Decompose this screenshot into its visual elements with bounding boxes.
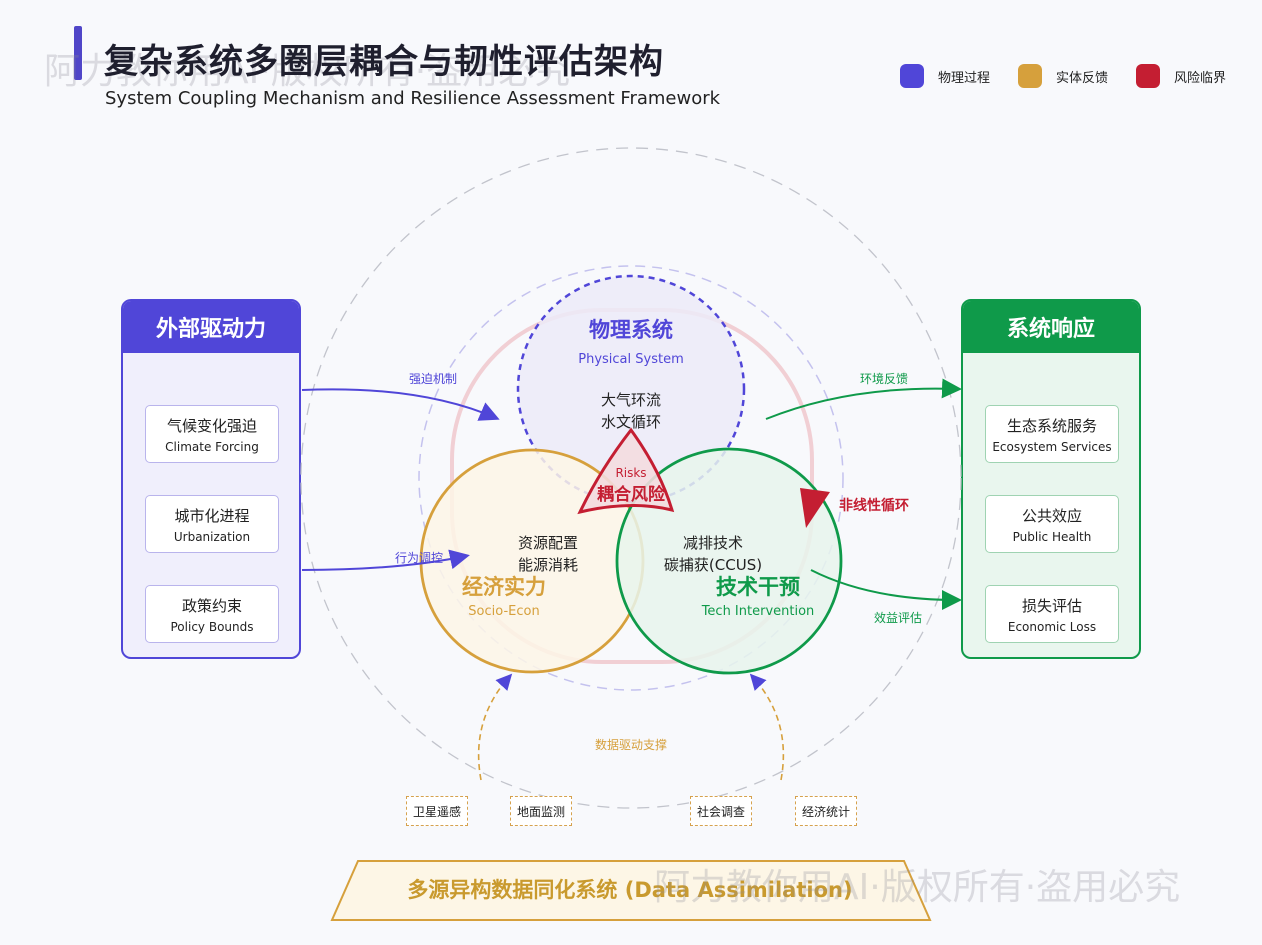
data-support-label: 数据驱动支撑 <box>595 737 667 752</box>
system-response-panel: 系统响应 生态系统服务 Ecosystem Services 公共效应 Publ… <box>961 299 1141 659</box>
regulate-label: 行为调控 <box>395 551 443 565</box>
title-accent-bar <box>74 26 82 80</box>
driver-card-climate-cn: 气候变化强迫 <box>166 416 257 435</box>
outer-ring-lavender <box>418 265 844 691</box>
driver-card-policy-en: Policy Bounds <box>170 619 254 634</box>
legend-swatch-feedback <box>1018 64 1043 88</box>
outer-ring-gray <box>300 147 962 809</box>
response-card-ecosystem: 生态系统服务 Ecosystem Services <box>985 405 1119 463</box>
legend-item-feedback: 实体反馈 <box>1018 64 1108 88</box>
driver-card-urbanization-en: Urbanization <box>173 529 251 544</box>
forcing-label: 强迫机制 <box>409 372 457 386</box>
assimilation-banner <box>330 860 932 921</box>
socio-title: 经济实力 <box>462 575 546 599</box>
external-drivers-title: 外部驱动力 <box>123 301 299 353</box>
tech-title: 技术干预 <box>716 575 800 599</box>
physical-title: 物理系统 <box>589 318 673 342</box>
risk-label-en: Risks <box>615 466 646 480</box>
data-source-ground: 地面监测 <box>510 796 572 826</box>
legend-item-physical: 物理过程 <box>900 64 990 88</box>
benefit-arrow <box>810 569 962 610</box>
legend-item-risk: 风险临界 <box>1136 64 1226 88</box>
data-source-satellite: 卫星遥感 <box>406 796 468 826</box>
response-card-loss-cn: 损失评估 <box>1021 596 1082 615</box>
legend-label-feedback: 实体反馈 <box>1056 70 1109 86</box>
response-card-health-cn: 公共效应 <box>1021 506 1082 525</box>
benefit-label: 效益评估 <box>874 610 922 625</box>
response-card-ecosystem-en: Ecosystem Services <box>992 439 1112 454</box>
data-source-economic: 经济统计 <box>795 796 857 826</box>
data-source-survey: 社会调查 <box>690 796 752 826</box>
page-title: 复杂系统多圈层耦合与韧性评估架构 <box>104 42 664 82</box>
env-feedback-arrow <box>765 378 962 420</box>
legend-swatch-physical <box>900 64 924 88</box>
tech-line2: 碳捕获(CCUS) <box>664 556 762 574</box>
nonlinear-arrowhead <box>800 488 830 528</box>
legend: 物理过程 实体反馈 风险临界 <box>900 64 1254 88</box>
nonlinear-label: 非线性循环 <box>839 497 909 514</box>
data-support-arrow-right <box>749 673 785 781</box>
external-drivers-panel: 外部驱动力 气候变化强迫 Climate Forcing 城市化进程 Urban… <box>121 299 301 659</box>
env-feedback-label: 环境反馈 <box>860 371 908 386</box>
driver-card-urbanization: 城市化进程 Urbanization <box>145 495 279 553</box>
tech-subtitle: Tech Intervention <box>701 604 815 619</box>
regulate-arrow <box>301 549 470 571</box>
system-response-title: 系统响应 <box>963 301 1139 353</box>
tech-intervention-circle <box>615 447 843 675</box>
response-card-ecosystem-cn: 生态系统服务 <box>1006 416 1097 435</box>
socio-line2: 能源消耗 <box>518 556 578 574</box>
response-card-loss-en: Economic Loss <box>1007 619 1097 634</box>
page-subtitle: System Coupling Mechanism and Resilience… <box>105 88 721 109</box>
response-card-health: 公共效应 Public Health <box>985 495 1119 553</box>
forcing-arrow <box>301 388 500 421</box>
legend-swatch-risk <box>1136 64 1161 88</box>
physical-line1: 大气环流 <box>601 391 661 409</box>
tech-line1: 减排技术 <box>683 534 743 552</box>
response-card-loss: 损失评估 Economic Loss <box>985 585 1119 643</box>
driver-card-policy: 政策约束 Policy Bounds <box>145 585 279 643</box>
assimilation-title: 多源异构数据同化系统 (Data Assimilation) <box>407 878 853 902</box>
driver-card-climate: 气候变化强迫 Climate Forcing <box>145 405 279 463</box>
risk-label-cn: 耦合风险 <box>597 484 666 505</box>
driver-card-policy-cn: 政策约束 <box>181 596 242 615</box>
data-support-arrow-left <box>477 673 513 781</box>
physical-line2: 水文循环 <box>601 413 661 431</box>
socio-line1: 资源配置 <box>518 534 578 552</box>
response-card-health-en: Public Health <box>1012 529 1092 544</box>
driver-card-urbanization-cn: 城市化进程 <box>174 506 250 525</box>
legend-label-risk: 风险临界 <box>1174 70 1227 86</box>
driver-card-climate-en: Climate Forcing <box>165 439 259 454</box>
coupling-risk-triangle <box>577 427 675 515</box>
legend-label-physical: 物理过程 <box>938 70 991 86</box>
physical-subtitle: Physical System <box>578 352 684 367</box>
socio-subtitle: Socio-Econ <box>468 604 539 619</box>
